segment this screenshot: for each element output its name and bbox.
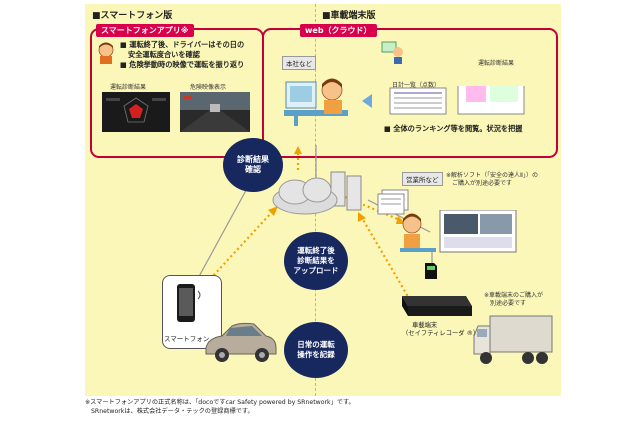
software-note-line1: ※解析ソフト（「安全の達人Ⅱ」）の: [446, 172, 538, 179]
smartphone-icon: [176, 283, 201, 323]
device-note-line1: ※車載端末のご購入が: [484, 292, 544, 299]
report-screens-image: [362, 86, 532, 116]
hq-worker-image: [284, 70, 350, 126]
record-circle-line1: 日常の運転: [297, 340, 335, 349]
truck-icon: [472, 314, 556, 368]
app-bullet-2: ■ 危険挙動時の映像で運転を振り返り: [120, 60, 245, 69]
check-result-circle: 診断結果確認: [223, 138, 283, 192]
smartphone-app-tab: スマートフォンアプリ※: [96, 24, 194, 37]
document-stack-icon: [376, 188, 412, 216]
software-note-line2: ご購入が別途必要です: [452, 180, 513, 187]
record-circle: 日常の運転操作を記録: [284, 322, 348, 378]
smartphone-label: スマートフォン: [164, 335, 210, 343]
diag-result-label: 運転診断結果: [110, 84, 147, 91]
person-icon: [96, 42, 116, 64]
hq-label: 本社など: [282, 56, 316, 70]
car-icon: [200, 318, 280, 366]
web-diag-result-label: 運転診断結果: [478, 60, 515, 67]
danger-video-label: 危険映像表示: [190, 84, 227, 91]
smartphone-section-title: ■スマートフォン版: [92, 11, 173, 21]
onboard-device-icon: [396, 286, 472, 320]
check-circle-line1: 診断結果: [237, 155, 269, 164]
app-bullet-1: ■ 運転終了後、ドライバーはその日の: [120, 40, 245, 49]
footnote-line1: ※スマートフォンアプリの正式名称は、「docoですcar Safety powe…: [85, 399, 355, 406]
danger-video-image: [180, 92, 250, 132]
cloud-server-icon: [265, 168, 375, 220]
device-label-line1: 車載端末: [412, 322, 438, 329]
web-bullet: ■ 全体のランキング等を閲覧。状況を把握: [384, 124, 523, 133]
diagnosis-screen-image: [102, 92, 170, 132]
office-label: 営業所など: [402, 172, 443, 186]
upload-circle-line2: 診断結果を: [297, 256, 335, 265]
footnote-line2: SRnetworkは、株式会社データ・テックの登録商標です。: [91, 408, 254, 415]
upload-circle-line3: アップロード: [293, 266, 339, 275]
web-cloud-tab: web（クラウド）: [300, 24, 377, 37]
daily-list-label: 日計一覧（点数）: [392, 82, 441, 89]
web-cloud-box: [262, 28, 558, 158]
check-circle-line2: 確認: [245, 165, 261, 174]
sd-card-icon: [424, 262, 438, 280]
upload-circle-line1: 運転終了後: [297, 246, 335, 255]
analysis-software-image: [400, 210, 520, 260]
app-bullet-1b: 安全運転度合いを確認: [128, 50, 200, 59]
device-note-line2: 別途必要です: [490, 300, 527, 307]
record-circle-line2: 操作を記録: [297, 350, 335, 359]
onboard-section-title: ■車載端末版: [322, 11, 376, 21]
device-label-line2: （セイフティレコーダ ®）: [402, 330, 480, 337]
presenter-icon: [380, 40, 404, 64]
upload-circle: 運転終了後診断結果をアップロード: [284, 232, 348, 290]
